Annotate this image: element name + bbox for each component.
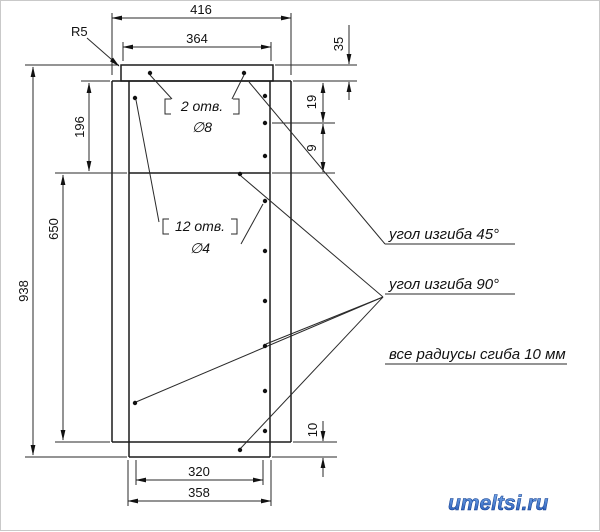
- dimension-lines: [30, 15, 352, 504]
- site-watermark: umeltsi.ru: [448, 492, 549, 515]
- dim-358-label: 358: [188, 485, 210, 500]
- hole-dot: [237, 447, 243, 453]
- leader-bend90-a: [240, 175, 384, 298]
- hole-dot: [262, 248, 268, 254]
- bracket-left-holes4: [162, 218, 169, 235]
- hole-dot: [262, 388, 268, 394]
- hole-dot: [132, 400, 138, 406]
- hole-dot: [262, 298, 268, 304]
- dim-320-label: 320: [188, 464, 210, 479]
- holes8-count-label: 2 отв.: [180, 98, 223, 114]
- part-outline: [111, 64, 292, 458]
- leader-bend45: [248, 81, 386, 245]
- hole-dot: [262, 428, 268, 434]
- hole-dot: [241, 70, 247, 76]
- dim-10-label: 10: [305, 423, 320, 437]
- holes4-diameter-label: ∅4: [190, 240, 210, 256]
- note-bend-radius: все радиусы сгиба 10 мм: [389, 346, 566, 363]
- leader-holes8-left: [149, 74, 173, 100]
- dim-364-label: 364: [186, 31, 208, 46]
- bracket-right-holes8: [233, 98, 240, 115]
- hole-dot: [147, 70, 153, 76]
- extension-lines: [25, 13, 357, 506]
- leader-bend90-d: [239, 296, 384, 450]
- hole-dot: [262, 153, 268, 159]
- hole-dot: [262, 343, 268, 349]
- dim-196-label: 196: [72, 116, 87, 138]
- hole-dot: [237, 171, 243, 177]
- holes4-count-label: 12 отв.: [175, 218, 225, 234]
- hole-dots: [132, 70, 268, 453]
- holes8-diameter-label: ∅8: [192, 119, 212, 135]
- hole-dot: [262, 93, 268, 99]
- leader-holes4-right: [240, 203, 264, 245]
- top-flange: [120, 64, 274, 82]
- leader-holes4-left: [135, 99, 160, 223]
- leader-holes8-right: [231, 74, 245, 100]
- dim-19-label: 19: [304, 95, 319, 109]
- radius-r5-label: R5: [71, 24, 88, 39]
- note-bend-45: угол изгиба 45°: [388, 226, 499, 243]
- bracket-right-holes4: [231, 218, 238, 235]
- dim-938-label: 938: [16, 280, 31, 302]
- note-bend-90: угол изгиба 90°: [388, 276, 499, 293]
- hole-dot: [262, 120, 268, 126]
- dim-35-label: 35: [331, 37, 346, 51]
- hole-dot: [132, 95, 138, 101]
- hole-dot: [262, 198, 268, 204]
- leader-lines: [86, 37, 567, 450]
- dim-650-label: 650: [46, 218, 61, 240]
- bracket-marks: [162, 98, 240, 235]
- leader-r5: [86, 37, 120, 67]
- dim-416-label: 416: [190, 2, 212, 17]
- leader-bend90-c: [135, 296, 384, 403]
- bracket-left-holes8: [164, 98, 171, 115]
- dim-9-label: 9: [304, 144, 319, 151]
